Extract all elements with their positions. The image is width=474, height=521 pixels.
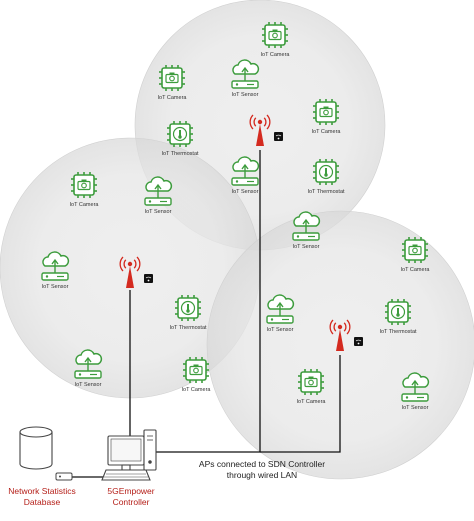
ap-right: [329, 319, 363, 351]
wifi-badge-icon: [274, 132, 283, 141]
thermometer-chip-icon: [167, 121, 193, 147]
device-label: IoT Camera: [182, 387, 212, 393]
device-label: IoT Camera: [401, 267, 431, 273]
device-label: IoT Sensor: [232, 189, 259, 195]
iot-camera-device: IoT Camera: [297, 369, 327, 405]
ap-top: [249, 114, 283, 146]
iot-sensor-device: IoT Sensor: [231, 156, 260, 195]
device-label: IoT Sensor: [402, 405, 429, 411]
device-label: IoT Camera: [70, 202, 100, 208]
cloud-upload-icon: [231, 156, 260, 186]
device-label: IoT Sensor: [75, 382, 102, 388]
iot-camera-device: IoT Camera: [312, 99, 342, 135]
wired-lan: [72, 150, 341, 478]
iot-camera-device: IoT Camera: [401, 237, 431, 273]
cloud-upload-icon: [41, 251, 70, 281]
device-label: IoT Sensor: [267, 327, 294, 333]
device-label: IoT Sensor: [293, 244, 320, 250]
cloud-upload-icon: [292, 211, 321, 241]
camera-chip-icon: [402, 237, 428, 263]
lan-caption-line2: through wired LAN: [227, 470, 297, 480]
cloud-upload-icon: [266, 294, 295, 324]
device-label: IoT Camera: [261, 52, 291, 58]
cloud-upload-icon: [144, 176, 173, 206]
device-label: IoT Thermostat: [307, 189, 345, 195]
database-label-line2: Database: [24, 497, 61, 507]
iot-thermostat-device: IoT Thermostat: [379, 299, 417, 335]
camera-chip-icon: [71, 172, 97, 198]
desktop-computer-icon: [101, 429, 157, 481]
thermometer-chip-icon: [313, 159, 339, 185]
iot-sensor-device: IoT Sensor: [401, 372, 430, 411]
iot-camera-device: IoT Camera: [158, 65, 188, 101]
iot-sensor-device: IoT Sensor: [266, 294, 295, 333]
device-label: IoT Sensor: [145, 209, 172, 215]
iot-sensor-device: IoT Sensor: [144, 176, 173, 215]
camera-chip-icon: [183, 357, 209, 383]
camera-chip-icon: [262, 22, 288, 48]
camera-chip-icon: [159, 65, 185, 91]
device-label: IoT Camera: [297, 399, 327, 405]
camera-chip-icon: [298, 369, 324, 395]
iot-camera-device: IoT Camera: [261, 22, 291, 58]
ap-left: [119, 256, 153, 288]
device-label: IoT Sensor: [42, 284, 69, 290]
iot-sensor-device: IoT Sensor: [231, 59, 260, 98]
lan-caption-line1: APs connected to SDN Controller: [199, 459, 325, 469]
iot-camera-device: IoT Camera: [70, 172, 100, 208]
camera-chip-icon: [313, 99, 339, 125]
cloud-upload-icon: [231, 59, 260, 89]
antenna-tower-icon: [119, 256, 141, 288]
antenna-tower-icon: [329, 319, 351, 351]
device-label: IoT Thermostat: [379, 329, 417, 335]
wifi-badge-icon: [354, 337, 363, 346]
iot-thermostat-device: IoT Thermostat: [169, 295, 207, 331]
device-label: IoT Camera: [158, 95, 188, 101]
thermometer-chip-icon: [175, 295, 201, 321]
access-points: [119, 114, 363, 351]
controller-label-line1: 5GEmpower: [107, 486, 154, 496]
wifi-badge-icon: [144, 274, 153, 283]
iot-thermostat-device: IoT Thermostat: [161, 121, 199, 157]
thermometer-chip-icon: [385, 299, 411, 325]
iot-sensor-device: IoT Sensor: [74, 349, 103, 388]
antenna-tower-icon: [249, 114, 271, 146]
iot-sensor-device: IoT Sensor: [41, 251, 70, 290]
wire-ap-right: [260, 355, 341, 453]
device-label: IoT Thermostat: [161, 151, 199, 157]
cloud-upload-icon: [74, 349, 103, 379]
controller-label-line2: Controller: [113, 497, 150, 507]
database-cylinder-icon: [19, 426, 73, 481]
device-label: IoT Sensor: [232, 92, 259, 98]
cloud-upload-icon: [401, 372, 430, 402]
device-label: IoT Camera: [312, 129, 342, 135]
iot-sensor-device: IoT Sensor: [292, 211, 321, 250]
device-label: IoT Thermostat: [169, 325, 207, 331]
iot-thermostat-device: IoT Thermostat: [307, 159, 345, 195]
database-label-line1: Network Statistics: [8, 486, 76, 496]
iot-camera-device: IoT Camera: [182, 357, 212, 393]
